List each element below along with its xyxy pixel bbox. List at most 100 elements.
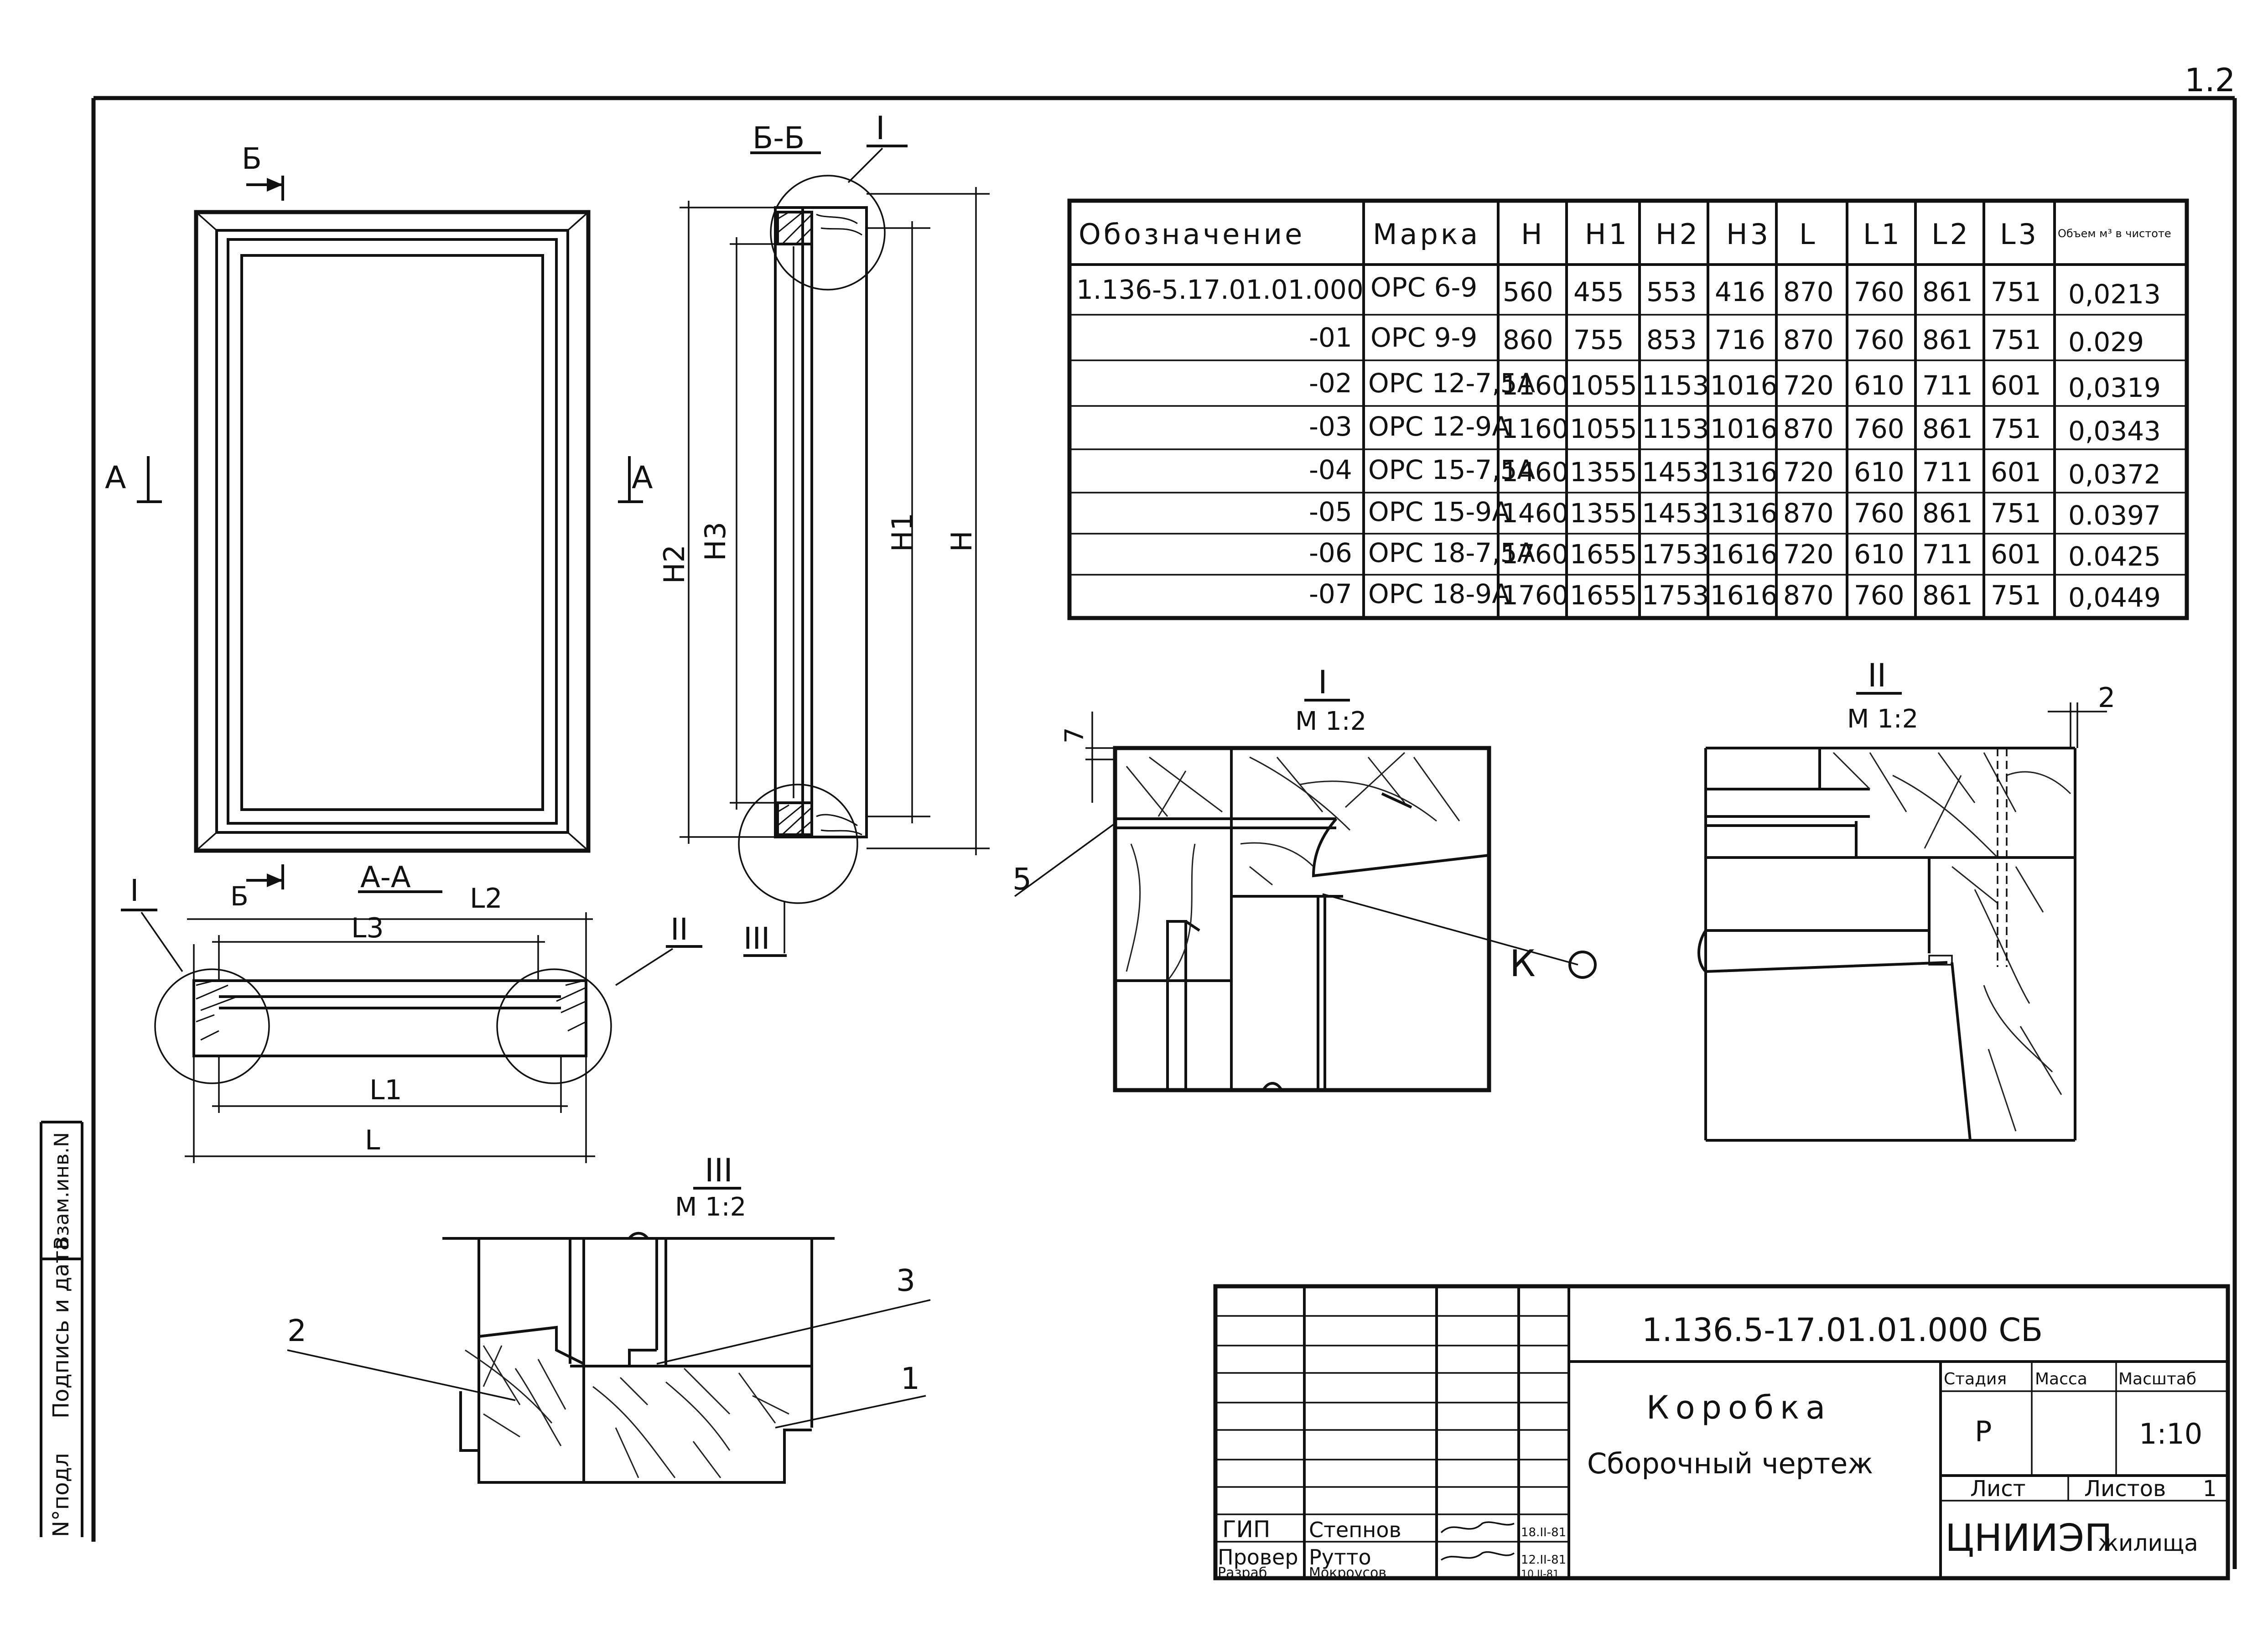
table-row: -01 ОРС 9-9 860 755 853 716 870 760 861 …	[1309, 322, 2144, 358]
cell-l: 870	[1783, 276, 1834, 307]
cut-b-bottom-label: Б	[230, 881, 249, 912]
th-l1: L1	[1863, 218, 1902, 251]
cell-l1: 760	[1854, 413, 1905, 444]
cell-designation: -03	[1309, 411, 1352, 442]
doc-number: 1.136.5-17.01.01.000 СБ	[1642, 1311, 2043, 1349]
detail-2-dim-2: 2	[2098, 682, 2115, 714]
cell-volume: 0,0372	[2068, 459, 2161, 490]
th-designation: Обозначение	[1079, 218, 1305, 251]
sig-role: Разраб	[1218, 1565, 1267, 1581]
cell-h2: 1153	[1642, 413, 1709, 444]
cell-h3: 1616	[1710, 580, 1778, 611]
th-h1: H1	[1585, 218, 1630, 251]
cell-l3: 751	[1991, 413, 2041, 444]
stage-value: Р	[1975, 1415, 1992, 1448]
cell-h2: 1753	[1642, 580, 1709, 611]
org-suffix: жилища	[2098, 1530, 2198, 1556]
detail-2: II М 1:2 2	[1697, 657, 2115, 1142]
table-row: -07 ОРС 18-9А 1760 1655 1753 1616 870 76…	[1309, 578, 2161, 613]
scale-label: Масштаб	[2118, 1370, 2196, 1388]
cell-mark: ОРС 18-9А	[1368, 578, 1510, 609]
cell-l2: 861	[1922, 276, 1973, 307]
cell-l2: 711	[1922, 370, 1973, 401]
cell-l2: 711	[1922, 457, 1973, 488]
cell-l3: 751	[1991, 580, 2041, 611]
cell-h3: 1316	[1710, 498, 1778, 529]
cell-l1: 610	[1854, 370, 1905, 401]
cell-h3: 716	[1715, 324, 1765, 355]
detail-2-title: II	[1868, 657, 1886, 694]
table-row: -04 ОРС 15-7,5А 1460 1355 1453 1316 720 …	[1309, 454, 2161, 490]
detail-3-scale: М 1:2	[675, 1192, 746, 1222]
cell-h3: 1016	[1710, 370, 1778, 401]
cell-l: 720	[1783, 539, 1834, 570]
cell-l2: 861	[1922, 498, 1973, 529]
cell-designation: -01	[1309, 322, 1352, 353]
spec-table: Обозначение Марка H H1 H2 H3 L L1 L2 L3 …	[1067, 198, 2189, 620]
cell-designation: 1.136-5.17.01.01.000	[1076, 274, 1364, 305]
cell-mark: ОРС 6-9	[1370, 272, 1477, 303]
cell-h1: 1355	[1570, 457, 1637, 488]
cell-h: 1460	[1501, 457, 1569, 488]
doc-name-line1: Коробка	[1646, 1389, 1832, 1426]
cell-volume: 0,0343	[2068, 416, 2161, 447]
callout-1-aa-label: I	[130, 873, 139, 908]
detail-3-title: III	[705, 1152, 733, 1189]
stamp-replace-inv: Взам.инв.N	[50, 1132, 73, 1250]
cell-h1: 1055	[1570, 370, 1637, 401]
org-name: ЦНИИЭП	[1945, 1517, 2112, 1560]
cell-mark: ОРС 18-7,5А	[1368, 537, 1536, 568]
cell-l3: 751	[1991, 498, 2041, 529]
detail-2-scale: М 1:2	[1847, 704, 1918, 734]
th-h3: H3	[1726, 218, 1771, 251]
detail-1-title: I	[1318, 664, 1328, 701]
cell-volume: 0,0449	[2068, 582, 2161, 613]
cell-l: 720	[1783, 457, 1834, 488]
detail-1-pos-5: 5	[1012, 862, 1032, 897]
dim-h2-label: H2	[658, 545, 691, 584]
cut-b-top-label: Б	[242, 142, 262, 176]
cell-l: 720	[1783, 370, 1834, 401]
cell-l: 870	[1783, 580, 1834, 611]
cell-l2: 861	[1922, 413, 1973, 444]
signature-mark	[1441, 1551, 1515, 1561]
corner-mark: 1.2	[2185, 62, 2235, 99]
cell-l2: 861	[1922, 580, 1973, 611]
cut-a-left-label: А	[105, 460, 126, 496]
section-bb-title: Б-Б	[753, 120, 804, 156]
detail-3-pos-1: 1	[901, 1361, 920, 1396]
cell-h: 1460	[1501, 498, 1569, 529]
cell-l2: 861	[1922, 324, 1973, 355]
cell-l1: 610	[1854, 457, 1905, 488]
detail-1-scale: М 1:2	[1295, 707, 1366, 736]
table-row: -06 ОРС 18-7,5А 1760 1655 1753 1616 720 …	[1309, 537, 2161, 572]
cell-h2: 553	[1646, 276, 1697, 307]
cell-l1: 760	[1854, 498, 1905, 529]
cell-h1: 755	[1573, 324, 1624, 355]
cell-l1: 610	[1854, 539, 1905, 570]
stage-label: Стадия	[1944, 1370, 2007, 1388]
title-block: 1.136.5-17.01.01.000 СБ Коробка Сборочны…	[1213, 1284, 2230, 1581]
cell-volume: 0,0319	[2068, 372, 2161, 403]
cell-l3: 751	[1991, 324, 2041, 355]
cell-h3: 1316	[1710, 457, 1778, 488]
cell-volume: 0,0213	[2068, 279, 2161, 310]
cell-designation: -04	[1309, 454, 1352, 485]
th-volume: Объем м³ в чистоте	[2058, 227, 2171, 240]
cell-l1: 760	[1854, 276, 1905, 307]
dim-l1-label: L1	[369, 1074, 402, 1106]
sig-date: 18.II-81	[1521, 1526, 1566, 1539]
cell-h1: 1655	[1570, 539, 1637, 570]
callout-1-label: I	[876, 109, 885, 147]
table-row: 1.136-5.17.01.01.000 ОРС 6-9 560 455 553…	[1076, 272, 2161, 310]
cell-h1: 455	[1573, 276, 1624, 307]
detail-3-pos-3: 3	[896, 1263, 915, 1298]
cell-h1: 1655	[1570, 580, 1637, 611]
cell-h: 1160	[1501, 370, 1569, 401]
section-bb: Б-Б I III H2 H3 H1 H	[658, 109, 990, 957]
dim-l3-label: L3	[351, 912, 384, 944]
cell-l: 870	[1783, 498, 1834, 529]
detail-3-pos-2: 2	[287, 1313, 306, 1348]
cell-l3: 601	[1991, 539, 2041, 570]
cell-h2: 1453	[1642, 498, 1709, 529]
